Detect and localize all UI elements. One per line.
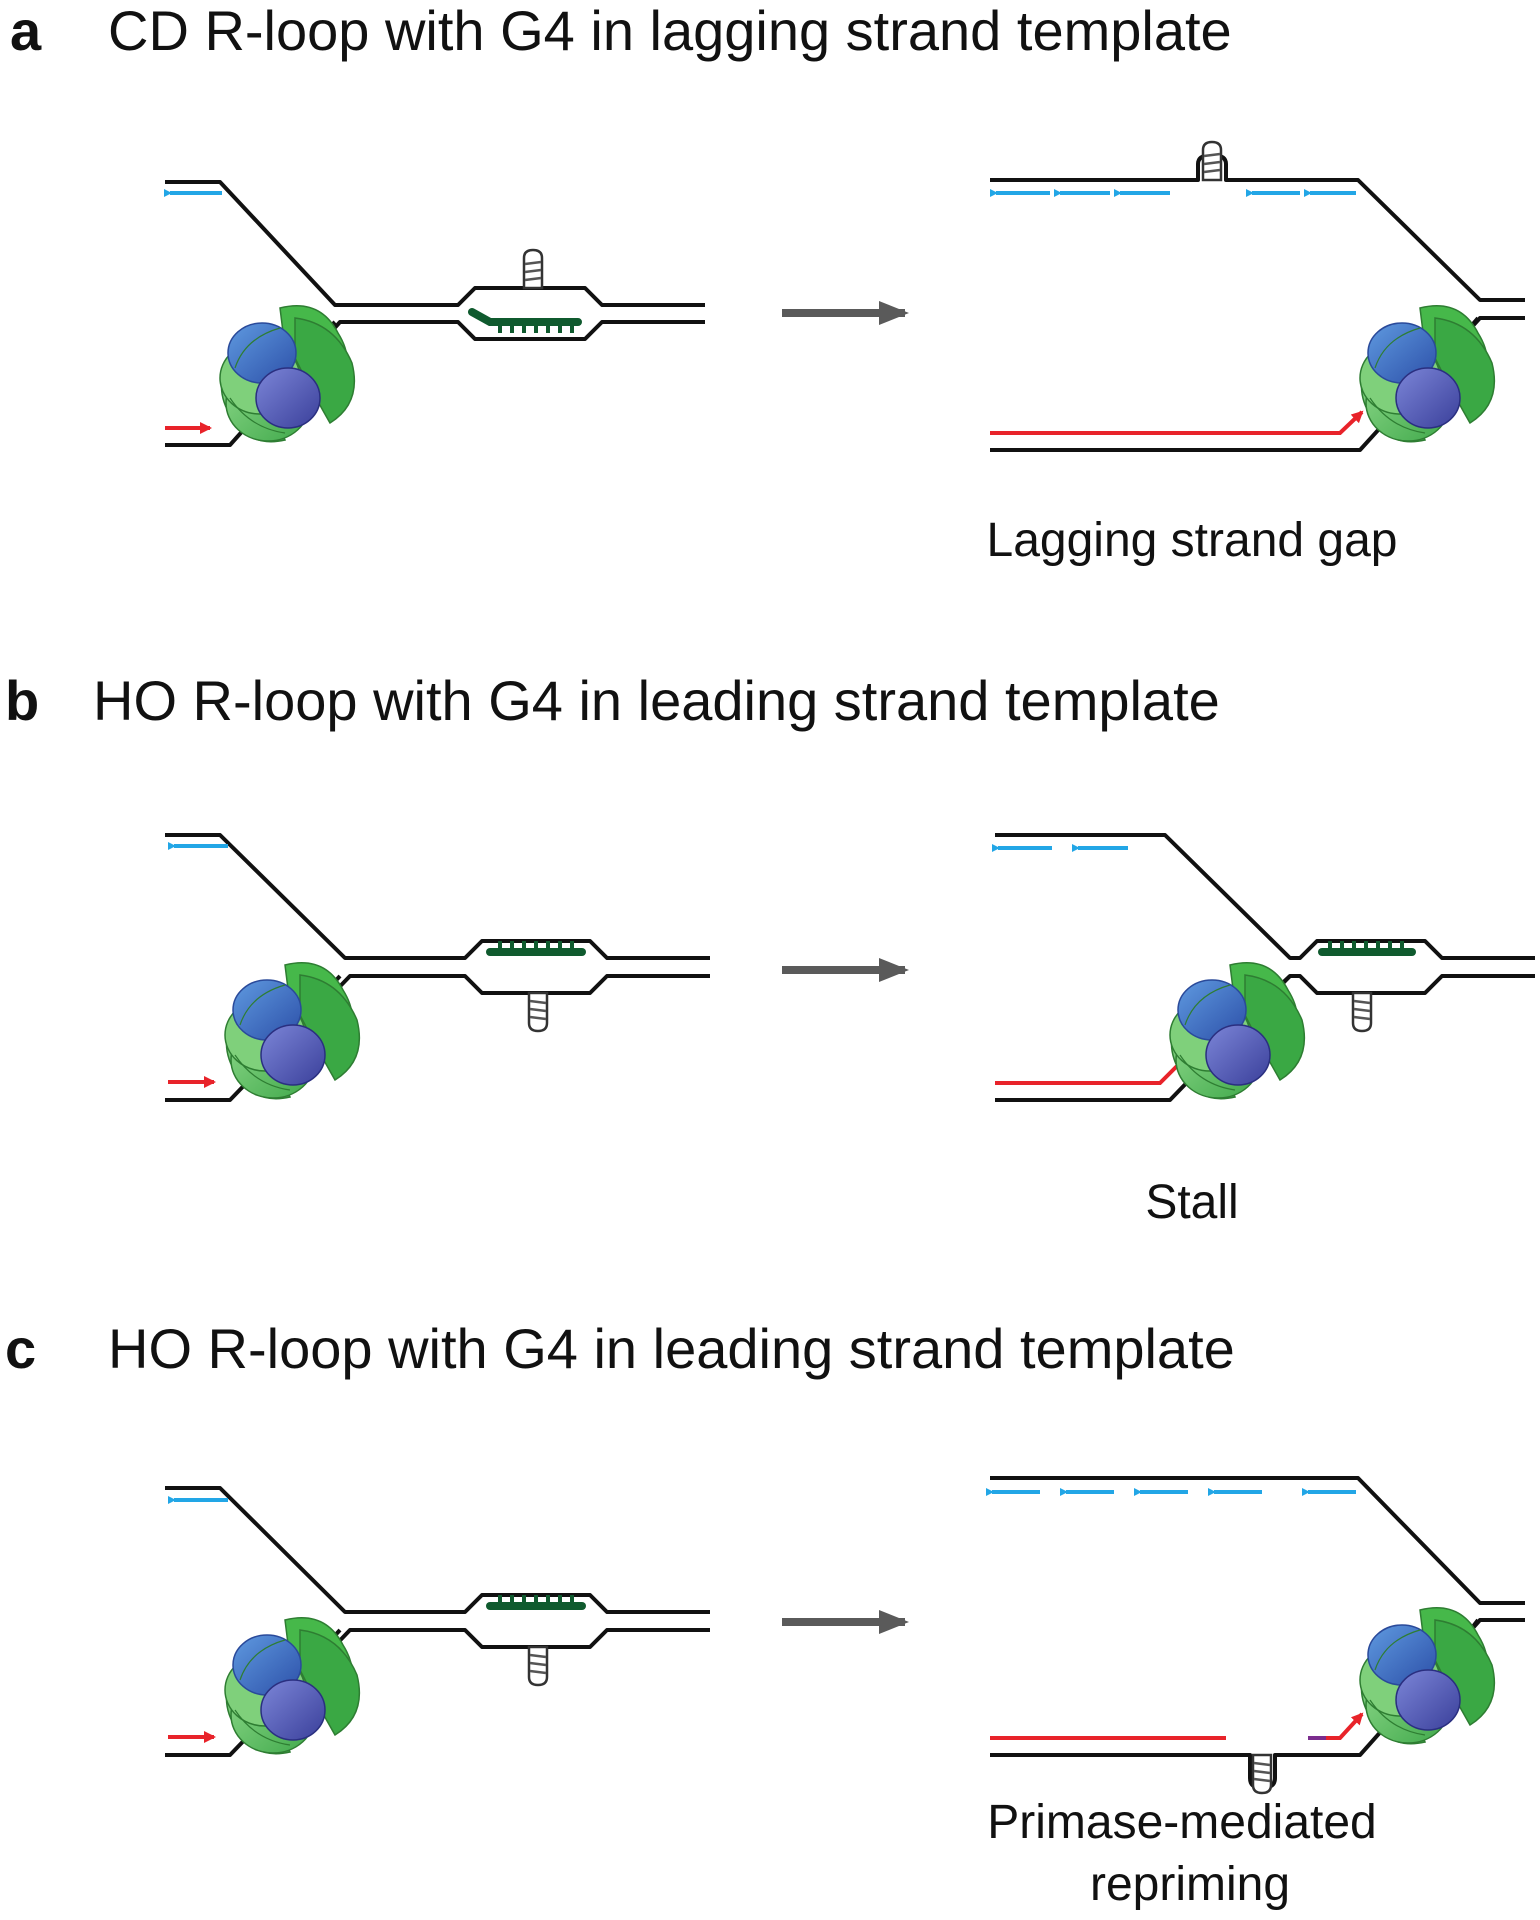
g-quadruplex-icon <box>1351 991 1373 1033</box>
g-quadruplex-icon <box>527 991 549 1033</box>
fork-right-b <box>992 833 1535 1102</box>
replisome-icon <box>219 305 356 443</box>
panel-letter-c: c <box>5 1317 36 1380</box>
g-quadruplex-icon <box>527 1645 549 1687</box>
panel-a: a CD R-loop with G4 in lagging strand te… <box>10 0 1525 567</box>
fork-left-a <box>164 180 705 447</box>
g-quadruplex-icon <box>1251 1753 1273 1795</box>
replisome-icon <box>1359 1607 1496 1745</box>
caption-a: Lagging strand gap <box>987 514 1398 567</box>
fork-left-b <box>165 833 710 1102</box>
fork-left-c <box>165 1486 710 1757</box>
replisome-icon <box>1169 962 1306 1100</box>
fork-right-c <box>986 1476 1525 1795</box>
panel-title-a: CD R-loop with G4 in lagging strand temp… <box>108 0 1232 62</box>
caption-c-line2: repriming <box>1090 1858 1290 1911</box>
panel-letter-b: b <box>5 669 39 732</box>
panel-c: c HO R-loop with G4 in leading strand te… <box>5 1317 1525 1911</box>
caption-c-line1: Primase-mediated <box>987 1796 1376 1849</box>
fork-right-a <box>990 140 1525 452</box>
panel-b: b HO R-loop with G4 in leading strand te… <box>5 669 1535 1229</box>
panel-letter-a: a <box>10 0 42 62</box>
panel-title-b: HO R-loop with G4 in leading strand temp… <box>93 669 1220 732</box>
panel-title-c: HO R-loop with G4 in leading strand temp… <box>108 1317 1235 1380</box>
g-quadruplex-icon <box>522 248 544 290</box>
caption-b: Stall <box>1145 1176 1238 1229</box>
g-quadruplex-icon <box>1201 140 1223 182</box>
replisome-icon <box>1359 305 1496 443</box>
replisome-icon <box>224 962 361 1100</box>
replisome-icon <box>224 1617 361 1755</box>
